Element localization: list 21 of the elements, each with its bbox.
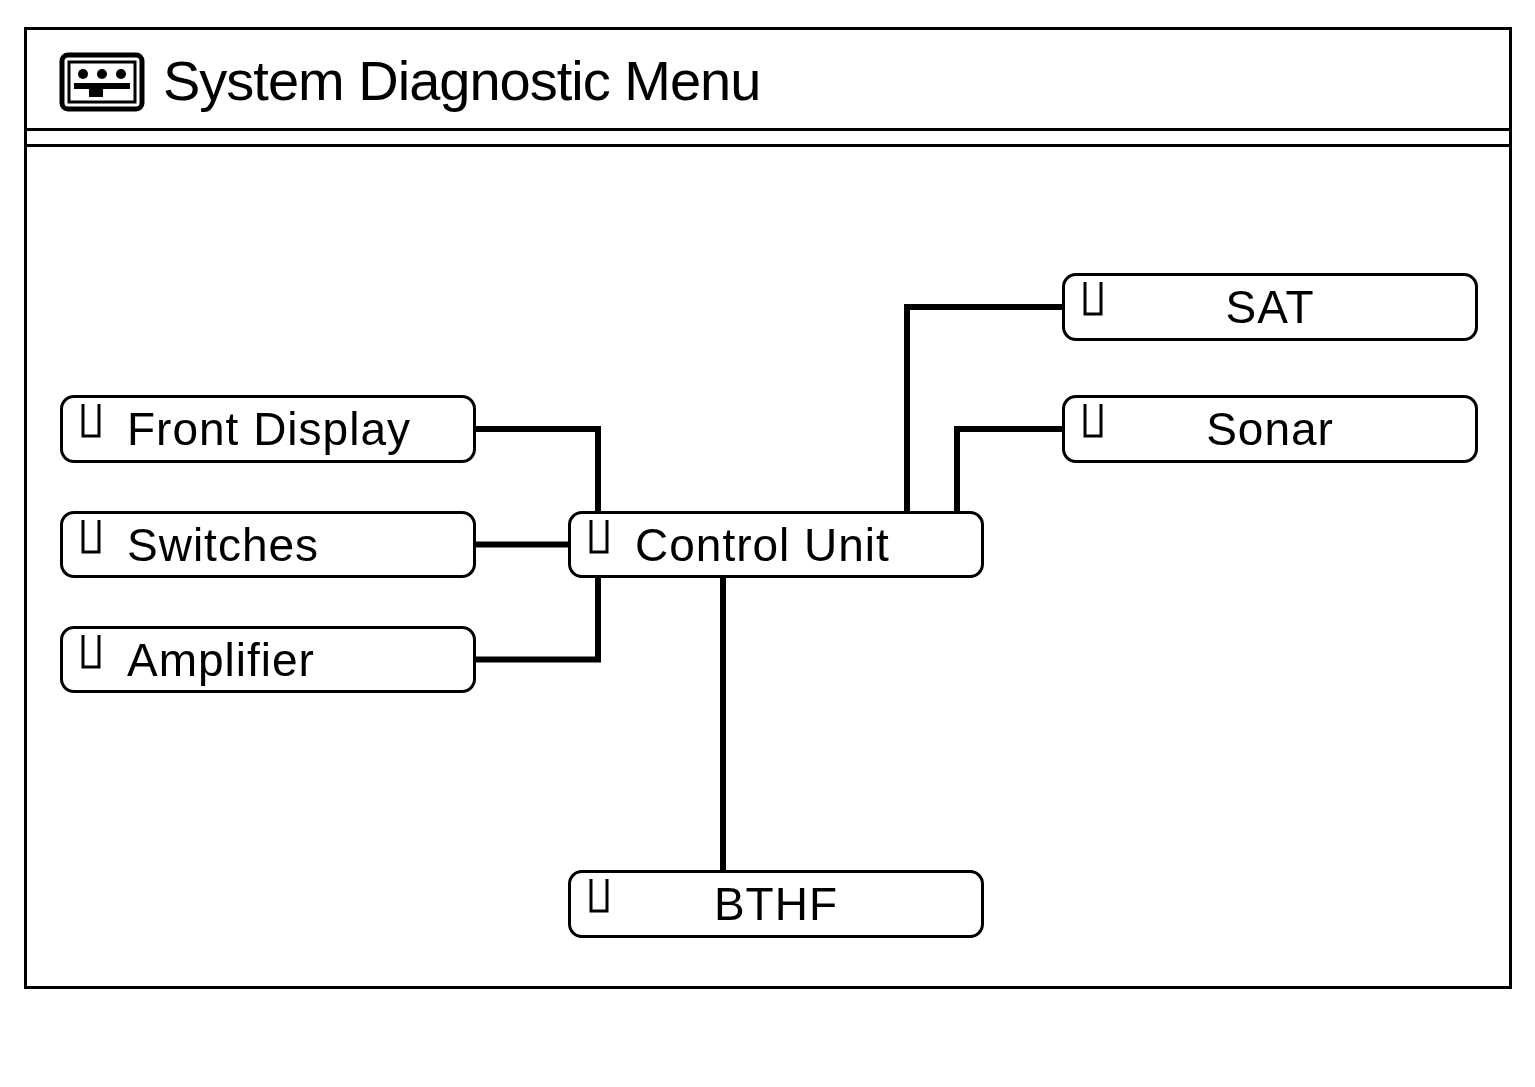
connector-line: [476, 426, 601, 511]
menu-item-box: [60, 511, 476, 578]
connector-line: [720, 578, 726, 870]
item-label: BTHF: [713, 877, 839, 931]
menu-item-box: [568, 870, 984, 938]
menu-item-box: [60, 395, 476, 463]
menu-item-box: [60, 626, 476, 693]
connector-line: [476, 578, 601, 663]
menu-item-box: [1062, 395, 1478, 463]
connector-line: [904, 304, 1062, 511]
item-label: Control Unit: [635, 517, 890, 572]
menu-item-box: [568, 511, 984, 578]
connector-line: [476, 541, 568, 548]
item-label: SAT: [1225, 280, 1315, 334]
item-label: Amplifier: [127, 632, 315, 687]
menu-title: System Diagnostic Menu: [163, 48, 761, 113]
connector-line: [954, 426, 1062, 511]
item-label: Switches: [127, 517, 320, 572]
menu-item-box: [1062, 273, 1478, 341]
item-label: Front Display: [127, 402, 411, 456]
item-label: Sonar: [1206, 402, 1334, 456]
